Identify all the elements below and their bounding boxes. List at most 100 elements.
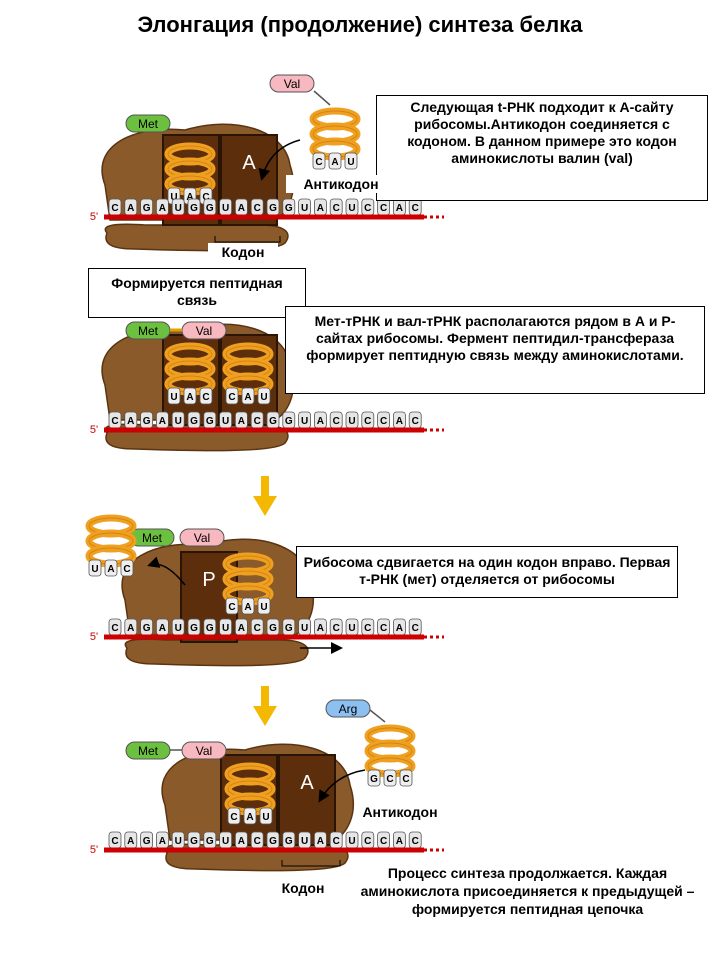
- panel2-mrna-nucleotide-letter: U: [175, 416, 182, 427]
- panel2-mrna-nucleotide-letter: U: [222, 416, 229, 427]
- panel1-trna-incoming-helix: [309, 107, 361, 161]
- panel4-trna-incoming-anticodon-letter: C: [386, 774, 393, 785]
- panel1-amino-val-label: Val: [284, 77, 300, 91]
- panel1-mrna-nucleotide-letter: G: [206, 203, 214, 214]
- arrow-down-2: [253, 686, 277, 726]
- panel2-amino-val-label: Val: [196, 324, 212, 338]
- panel3-mrna-nucleotide-letter: C: [380, 623, 387, 634]
- panel1-description: Следующая t-РНК подходит к А-сайту рибос…: [376, 95, 708, 201]
- panel4-trna-p-anticodon-base: [227, 807, 241, 825]
- panel1-amino-met: [125, 114, 171, 133]
- panel3-mrna-nucleotide-letter: C: [412, 623, 419, 634]
- panel2-trna-p-anticodon-letter: A: [186, 392, 193, 403]
- panel2-trna-a-anticodon-base: [225, 387, 239, 405]
- panel4-trna-p-anticodon-base: [243, 807, 257, 825]
- panel3-trna-leaving-anticodon-base: [120, 559, 134, 577]
- panel1-mrna-nucleotide-letter: U: [222, 203, 229, 214]
- panel1-trna-p-anticodon-letter: U: [170, 192, 177, 203]
- panel4-mrna-nucleotide-letter: A: [127, 836, 134, 847]
- panel4-amino-arg: [325, 699, 371, 718]
- panel2-mrna-nucleotide-letter: A: [238, 416, 245, 427]
- panel2-trna-p-anticodon-base: [199, 387, 213, 405]
- panel1-mrna-nucleotide-letter: C: [412, 203, 419, 214]
- panel2-description: Мет-тРНК и вал-тРНК располагаются рядом …: [285, 306, 705, 394]
- panel4-mrna-nucleotide-letter: A: [396, 836, 403, 847]
- panel2-mrna-nucleotide-letter: G: [190, 416, 198, 427]
- panel4-codon-bracket: [281, 860, 341, 867]
- panel3-description: Рибосома сдвигается на один кодон вправо…: [296, 546, 678, 598]
- panel4-a-site-label: A: [300, 772, 314, 794]
- panel4-mrna-prime5: 5': [90, 844, 98, 856]
- panel4-codon-label: Кодон: [268, 879, 338, 897]
- panel1-trna-p-anticodon-letter: A: [186, 192, 193, 203]
- panel1-amino-met-label: Met: [138, 117, 159, 131]
- arrow-down-1: [253, 476, 277, 516]
- panel1-mrna-nucleotide-letter: C: [254, 203, 261, 214]
- panel1-amino-val: [269, 74, 315, 93]
- panel2-mrna-nucleotide-letter: C: [254, 416, 261, 427]
- panel2-trna-a-anticodon-letter: U: [260, 392, 267, 403]
- panel2-mrna-nucleotide-letter: A: [159, 416, 166, 427]
- panel3-trna-leaving-anticodon-base: [88, 559, 102, 577]
- panel4-trna-incoming-helix: [364, 724, 416, 778]
- panel4-trna-p-anticodon-letter: U: [262, 812, 269, 823]
- panel1-trna-incoming-anticodon-base: [312, 152, 326, 170]
- panel2-mrna-prime5: 5': [90, 424, 98, 436]
- panel4-trna-p-anticodon-letter: A: [246, 812, 253, 823]
- panel4-mrna-nucleotide-letter: C: [412, 836, 419, 847]
- panel4-mrna-nucleotide-letter: U: [348, 836, 355, 847]
- panel2-trna-p-anticodon-letter: C: [202, 392, 209, 403]
- panel3-trna-leaving-helix: [85, 514, 137, 568]
- panel1-trna-incoming-anticodon-base: [344, 152, 358, 170]
- panel2-mrna-nucleotide-letter: C: [111, 416, 118, 427]
- panel1-mrna-nucleotide-letter: U: [175, 203, 182, 214]
- panel3-amino-val: [179, 528, 225, 547]
- panel1-mrna-nucleotide-letter: G: [269, 203, 277, 214]
- panel2-mrna-nucleotide-letter: A: [317, 416, 324, 427]
- panel4-mrna-nucleotide-letter: G: [269, 836, 277, 847]
- panel3-trna-p-anticodon-base: [257, 597, 271, 615]
- panel1-codon-label: Кодон: [208, 243, 278, 261]
- panel2-mrna-nucleotide-letter: C: [412, 416, 419, 427]
- panel2-trna-a-helix: [222, 342, 274, 396]
- panel2-trna-a-anticodon-letter: C: [228, 392, 235, 403]
- panel3-mrna-nucleotide-letter: G: [269, 623, 277, 634]
- panel3-mrna-nucleotide-letter: U: [301, 623, 308, 634]
- panel1-mrna-nucleotide-letter: A: [159, 203, 166, 214]
- panel1-mrna-nucleotide-letter: G: [143, 203, 151, 214]
- panel2-trna-p-anticodon-base: [183, 387, 197, 405]
- panel4-trna-p-anticodon-letter: C: [230, 812, 237, 823]
- panel1-mrna-nucleotide-letter: C: [333, 203, 340, 214]
- panel3-mrna-nucleotide-letter: G: [143, 623, 151, 634]
- panel2-mrna-nucleotide-letter: G: [143, 416, 151, 427]
- panel3-mrna-prime5: 5': [90, 631, 98, 643]
- panel3-mrna-nucleotide-letter: C: [111, 623, 118, 634]
- panel3-trna-leaving-anticodon-base: [104, 559, 118, 577]
- panel4-mrna-nucleotide-letter: C: [364, 836, 371, 847]
- panel4-mrna-nucleotide-letter: G: [285, 836, 293, 847]
- panel3-mrna-nucleotide-letter: U: [222, 623, 229, 634]
- panel3-trna-p-anticodon-base: [225, 597, 239, 615]
- panel3-trna-p-anticodon-letter: C: [228, 602, 235, 613]
- panel4-a-site: [278, 754, 336, 846]
- panel1-mrna-nucleotide-letter: C: [380, 203, 387, 214]
- panel1-anticodon-label: Антикодон: [286, 175, 396, 193]
- panel4-mrna-nucleotide-letter: C: [333, 836, 340, 847]
- panel1-trna-p-anticodon-letter: C: [202, 192, 209, 203]
- panel4-mrna-nucleotide-letter: G: [206, 836, 214, 847]
- panel2-trna-p-anticodon-letter: U: [170, 392, 177, 403]
- panel4-description: Процесс синтеза продолжается. Каждая ами…: [360, 865, 695, 917]
- panel3-mrna-nucleotide-letter: C: [254, 623, 261, 634]
- panel4-trna-incoming-anticodon-letter: G: [370, 774, 378, 785]
- panel3-mrna-nucleotide-letter: U: [175, 623, 182, 634]
- panel4-trna-incoming-anticodon-letter: C: [402, 774, 409, 785]
- panel2-trna-a-anticodon-base: [257, 387, 271, 405]
- panel3-amino-met-label: Met: [142, 531, 163, 545]
- panel4-mrna-nucleotide-letter: C: [380, 836, 387, 847]
- panel2-mrna-nucleotide-letter: U: [301, 416, 308, 427]
- panel2-mrna-nucleotide-letter: C: [333, 416, 340, 427]
- panel2-mrna-nucleotide-letter: A: [396, 416, 403, 427]
- panel2-bond-label: Формируется пептидная связь: [88, 268, 306, 318]
